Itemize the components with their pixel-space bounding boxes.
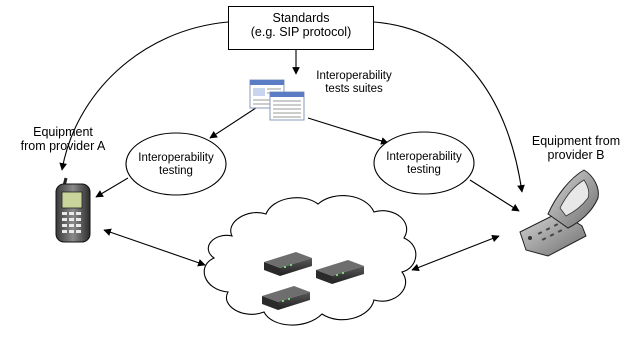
standards-title: Standards (272, 11, 330, 25)
test-suites-line2: tests suites (325, 83, 383, 96)
equipment-b-line2: provider B (547, 148, 605, 163)
link-phone-a-network (103, 228, 206, 267)
test-suites-label: Interoperability tests suites (298, 70, 410, 96)
equipment-b-label: Equipment from provider B (524, 134, 628, 163)
testing-right-line2: testing (407, 164, 441, 177)
equipment-a-label: Equipment from provider A (0, 125, 126, 154)
link-network-phone-b (411, 234, 500, 272)
testing-right-label: Interoperability testing (374, 151, 474, 177)
equipment-a-line2: from provider A (20, 139, 106, 154)
network-switch-3-icon (262, 286, 310, 310)
arc-to-provider-a (59, 21, 229, 171)
test-suites-line1: Interoperability (316, 70, 392, 82)
testing-left-line2: testing (159, 165, 193, 178)
standards-label: Standards (e.g. SIP protocol) (228, 11, 374, 40)
arrow-suites-to-right-testing (307, 117, 389, 145)
phone-a-icon (55, 177, 91, 243)
equipment-b-line1: Equipment from (531, 134, 621, 148)
arrow-suites-to-left-testing (209, 103, 263, 139)
arrow-right-testing-to-phone-b (469, 179, 520, 212)
network-switch-1-icon (264, 252, 312, 276)
testing-right-line1: Interoperability (386, 151, 462, 163)
testing-left-line1: Interoperability (138, 152, 214, 164)
test-suites-documents-icon (249, 79, 305, 121)
arc-to-provider-b (373, 21, 525, 193)
phone-b-icon (519, 169, 599, 257)
testing-ellipse-right (373, 131, 475, 195)
equipment-a-line1: Equipment (33, 125, 93, 139)
testing-ellipse-left (125, 132, 227, 196)
network-switch-2-icon (316, 260, 364, 284)
standards-example: (e.g. SIP protocol) (250, 25, 352, 40)
testing-left-label: Interoperability testing (126, 152, 226, 178)
standards-box (228, 6, 374, 50)
arrow-left-testing-to-phone-a (95, 177, 129, 198)
